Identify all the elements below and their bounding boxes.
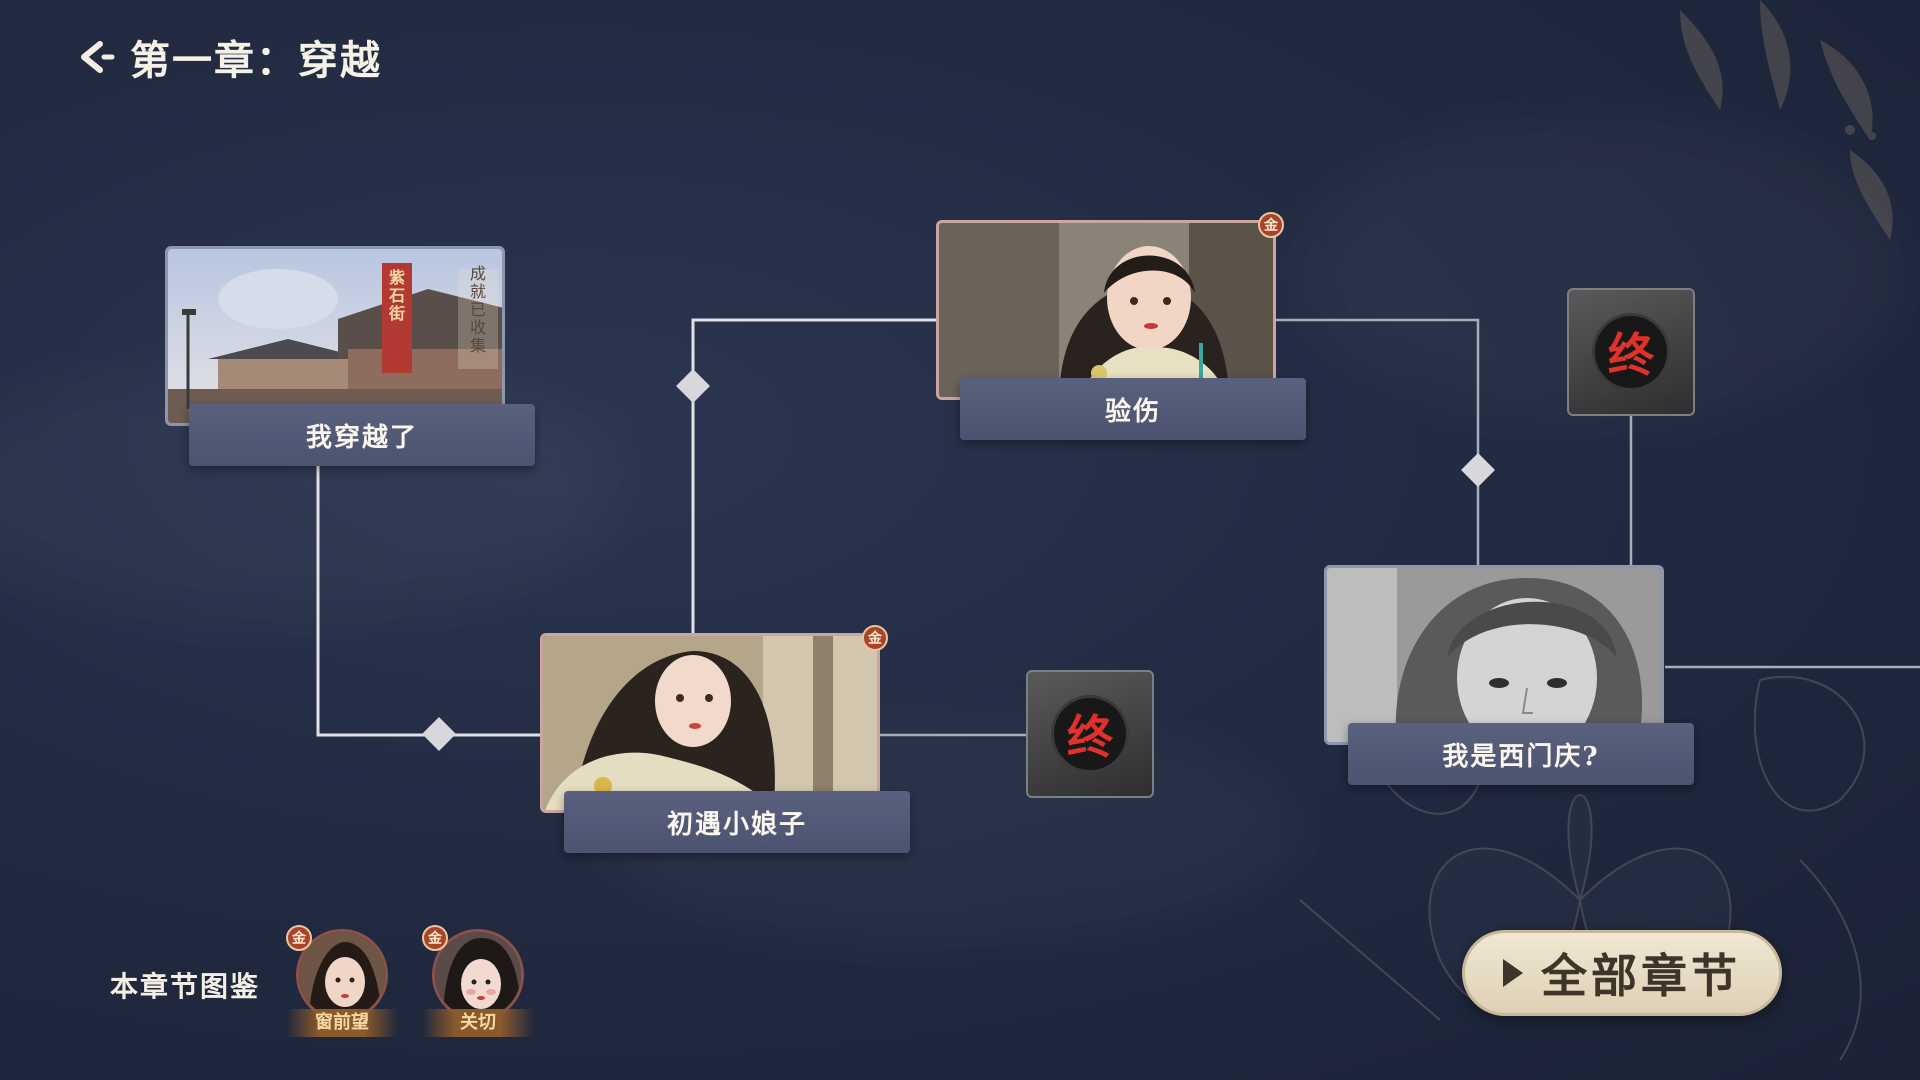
gallery-item[interactable]: 金 窗前望 (286, 925, 399, 1037)
gallery-avatar (432, 929, 525, 1021)
story-node-arrival[interactable]: 紫石街 成就已收集 我穿越了 (165, 246, 537, 466)
gallery-avatar (296, 929, 389, 1021)
chapter-title: 第一章：穿越 (130, 37, 382, 84)
story-node-first-meeting[interactable]: 金 初遇小娘子 (540, 625, 912, 853)
bamboo-decoration-icon (1680, 0, 1893, 240)
ximen-portrait-image (1327, 568, 1661, 742)
gold-badge-icon: 金 (862, 625, 888, 651)
chapter-header: 第一章：穿越 (70, 28, 382, 86)
play-triangle-icon (1503, 959, 1523, 987)
gold-badge-icon: 金 (422, 925, 449, 951)
ending-marker[interactable]: 终 (1567, 288, 1695, 416)
all-chapters-button[interactable]: 全部章节 (1462, 930, 1782, 1016)
story-node-ximen-qing[interactable]: 我是西门庆? (1324, 565, 1696, 785)
story-node-examine-wound[interactable]: 金 验伤 (936, 212, 1308, 440)
back-arrow-icon[interactable] (70, 34, 116, 80)
gallery-label: 本章节图鉴 (110, 970, 261, 1003)
all-chapters-label: 全部章节 (1541, 949, 1741, 1003)
story-node-thumbnail: 紫石街 成就已收集 (165, 246, 505, 426)
street-scene-image (168, 249, 502, 423)
gallery-item-name: 关切 (422, 1009, 535, 1037)
branch-diamond (1461, 453, 1495, 487)
branch-diamond (676, 369, 710, 403)
story-node-label: 我穿越了 (189, 404, 535, 466)
achievement-collected-text: 成就已收集 (469, 264, 486, 355)
end-marker-icon: 终 (1592, 313, 1670, 391)
story-node-thumbnail (540, 633, 880, 813)
gold-badge-icon: 金 (1258, 212, 1284, 238)
story-node-label: 验伤 (960, 378, 1306, 440)
street-sign-text: 紫石街 (388, 268, 405, 323)
story-node-thumbnail (1324, 565, 1664, 745)
gallery-item-name: 窗前望 (286, 1009, 399, 1037)
end-marker-icon: 终 (1051, 695, 1129, 773)
story-node-label: 我是西门庆? (1348, 723, 1694, 785)
story-node-thumbnail (936, 220, 1276, 400)
gallery-item[interactable]: 金 关切 (422, 925, 535, 1037)
chapter-gallery: 本章节图鉴 金 窗前望 (110, 925, 535, 1037)
lady-portrait-image (939, 223, 1273, 397)
gold-badge-icon: 金 (286, 925, 313, 951)
young-lady-image (543, 636, 877, 810)
story-node-label: 初遇小娘子 (564, 791, 910, 853)
branch-diamond (422, 717, 456, 751)
ending-marker[interactable]: 终 (1026, 670, 1154, 798)
